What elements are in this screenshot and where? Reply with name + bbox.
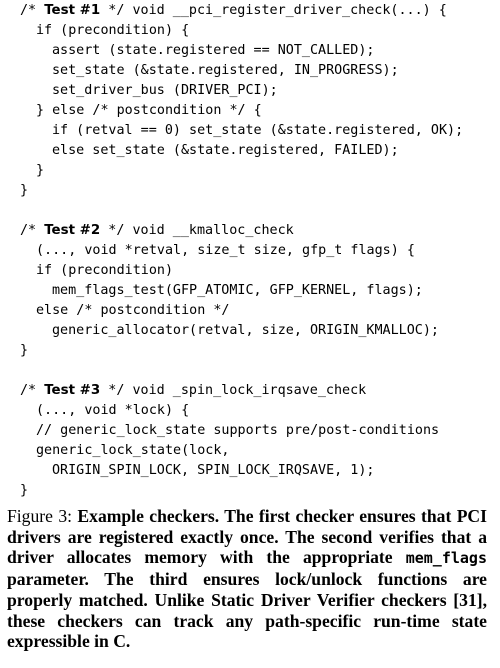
code-comment-open: /* [20,3,45,18]
code-line: else /* postcondition */ [36,301,229,321]
code-text: else /* postcondition */ [36,303,230,318]
code-line: /* Test #1 */ void __pci_register_driver… [20,1,447,21]
code-line: generic_allocator(retval, size, ORIGIN_K… [52,321,439,341]
test-label: Test #3 [44,383,101,398]
code-text: mem_flags_test(GFP_ATOMIC, GFP_KERNEL, f… [52,283,423,298]
caption-text-1: Example checkers. The first checker ensu… [7,506,487,568]
code-text: if (retval == 0) set_state (&state.regis… [52,123,464,138]
figure-caption: Figure 3: Example checkers. The first ch… [7,506,487,652]
code-line: generic_lock_state(lock, [36,441,229,461]
code-text: } [20,183,29,198]
code-text: (..., void *lock) { [36,403,190,418]
code-line: if (precondition) { [36,21,189,41]
code-line: if (precondition) [36,261,173,281]
caption-code-term: mem_flags [405,549,487,568]
test-label: Test #2 [44,223,101,238]
code-line: (..., void *lock) { [36,401,189,421]
code-line: set_state (&state.registered, IN_PROGRES… [52,61,399,81]
code-text: if (precondition) { [36,23,190,38]
code-line: else set_state (&state.registered, FAILE… [52,141,399,161]
code-text: set_state (&state.registered, IN_PROGRES… [52,63,399,78]
test-label: Test #1 [44,3,101,18]
code-text: set_driver_bus (DRIVER_PCI); [52,83,278,98]
code-line: ORIGIN_SPIN_LOCK, SPIN_LOCK_IRQSAVE, 1); [52,461,374,481]
code-text: else set_state (&state.registered, FAILE… [52,143,399,158]
code-line: mem_flags_test(GFP_ATOMIC, GFP_KERNEL, f… [52,281,423,301]
caption-text-2: parameter. The third ensures lock/unlock… [7,569,487,652]
code-line: assert (state.registered == NOT_CALLED); [52,41,374,61]
code-line: (..., void *retval, size_t size, gfp_t f… [36,241,415,261]
code-line: if (retval == 0) set_state (&state.regis… [52,121,463,141]
code-line: // generic_lock_state supports pre/post-… [36,421,439,441]
code-comment-open: /* [20,223,45,238]
code-line: } [20,481,28,501]
code-line: } [20,341,28,361]
code-text: */ void _spin_lock_irqsave_check [100,383,367,398]
code-line: } else /* postcondition */ { [36,101,262,121]
code-text: } [36,163,45,178]
code-line: } [36,161,44,181]
code-line: } [20,181,28,201]
code-text: (..., void *retval, size_t size, gfp_t f… [36,243,415,258]
code-text: } [20,483,29,498]
code-text: generic_lock_state(lock, [36,443,230,458]
code-text: ORIGIN_SPIN_LOCK, SPIN_LOCK_IRQSAVE, 1); [52,463,375,478]
code-text: } else /* postcondition */ { [36,103,262,118]
code-text: if (precondition) [36,263,174,278]
code-comment-open: /* [20,383,45,398]
code-line: /* Test #3 */ void _spin_lock_irqsave_ch… [20,381,366,401]
code-line: set_driver_bus (DRIVER_PCI); [52,81,278,101]
code-text: // generic_lock_state supports pre/post-… [36,423,440,438]
code-line: /* Test #2 */ void __kmalloc_check [20,221,294,241]
code-text: */ void __kmalloc_check [100,223,294,238]
code-text: assert (state.registered == NOT_CALLED); [52,43,375,58]
code-text: generic_allocator(retval, size, ORIGIN_K… [52,323,439,338]
figure-label: Figure 3: [7,506,73,526]
code-text: */ void __pci_register_driver_check(...)… [100,3,447,18]
code-text: } [20,343,29,358]
